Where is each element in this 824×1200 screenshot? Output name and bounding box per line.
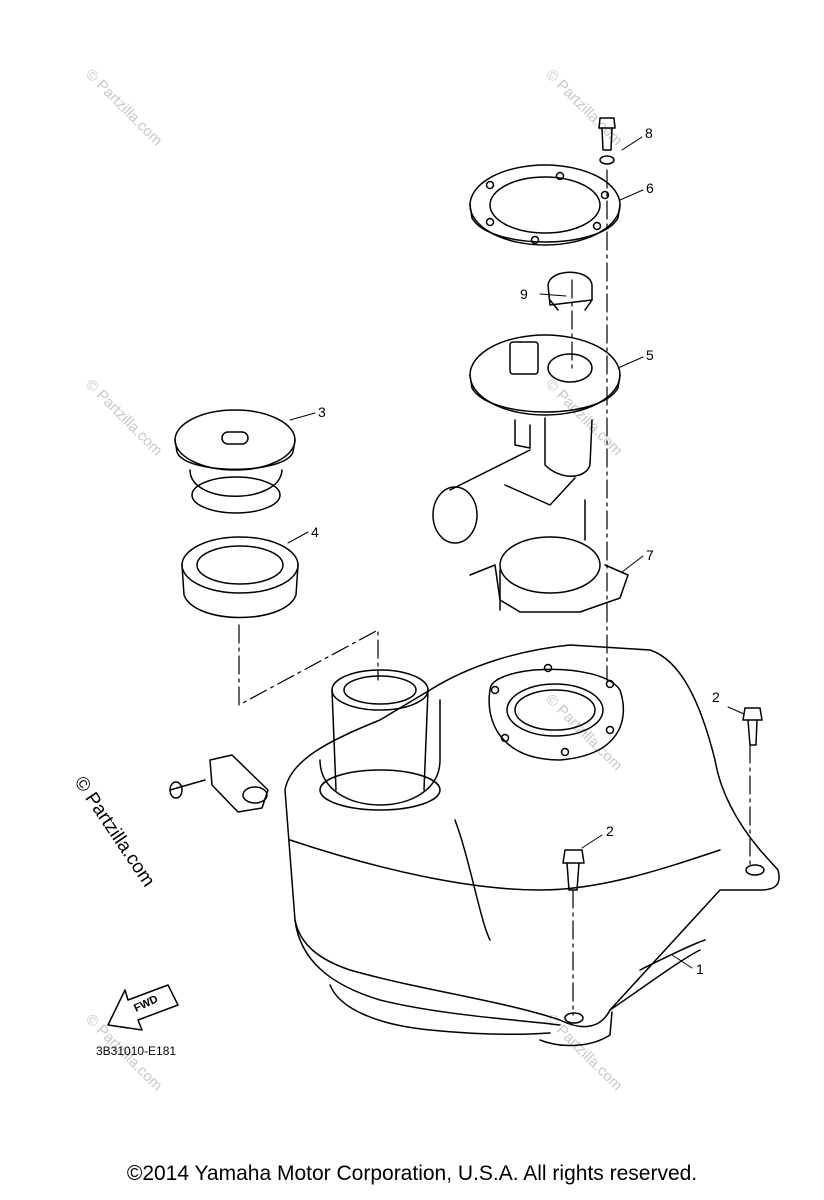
leader-lines [287, 136, 745, 969]
retaining-plate-part-6 [469, 164, 621, 246]
gasket-part-7 [469, 499, 629, 613]
watermark-group: © Partzilla.com © Partzilla.com © Partzi… [82, 66, 625, 1094]
bolt-part-2a [742, 707, 763, 746]
callout-5: 5 [646, 347, 654, 363]
callout-1: 1 [696, 961, 704, 977]
callout-group: 8 6 9 5 3 4 7 2 2 1 FWD [132, 125, 720, 1015]
watermark-2: © Partzilla.com [542, 66, 625, 149]
forward-arrow-icon [107, 984, 179, 1031]
seal-ring-part-4 [181, 536, 299, 619]
watermark-3: © Partzilla.com [82, 376, 165, 459]
watermark-1: © Partzilla.com [82, 66, 165, 149]
cap-part-9 [547, 271, 593, 311]
callout-9: 9 [520, 286, 528, 302]
fuel-tank-part-1 [284, 644, 780, 1047]
guide-lines [238, 169, 751, 1016]
callout-2a: 2 [712, 689, 720, 705]
fuel-pump-part-5 [432, 334, 621, 544]
watermark-7: © Partzilla.com [542, 1011, 625, 1094]
callout-4: 4 [311, 524, 319, 540]
bolt-part-8 [598, 117, 616, 165]
bolt-part-2b [562, 849, 585, 891]
callout-3: 3 [318, 404, 326, 420]
callout-6: 6 [646, 180, 654, 196]
diagram-code: 3B31010-E181 [96, 1044, 177, 1058]
fuel-cap-part-3 [174, 409, 296, 514]
callout-8: 8 [645, 125, 653, 141]
callout-7: 7 [646, 547, 654, 563]
watermark-4: © Partzilla.com [542, 376, 625, 459]
copyright-notice: ©2014 Yamaha Motor Corporation, U.S.A. A… [126, 1162, 698, 1185]
callout-2b: 2 [606, 823, 614, 839]
clamp-bracket [169, 754, 269, 813]
